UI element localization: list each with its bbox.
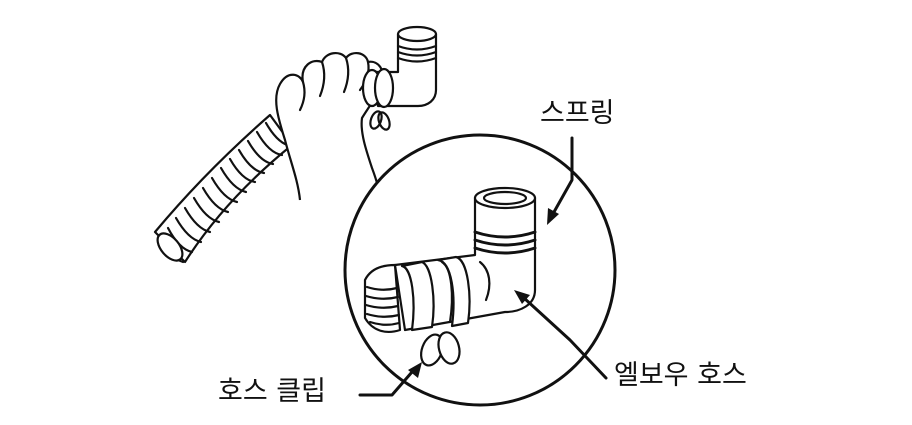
hose-clip-label: 호스 클립 — [218, 376, 326, 407]
corrugated-hose-small — [153, 113, 294, 264]
hose-clip-leader — [358, 362, 422, 397]
hand-outline — [275, 52, 385, 201]
callout-leaders — [358, 136, 608, 397]
hose-clip-large — [420, 331, 461, 367]
elbow-hose-leader — [514, 290, 608, 380]
spring-leader — [547, 136, 574, 225]
small-scene — [153, 25, 438, 264]
elbow-hose-small — [361, 25, 438, 131]
corrugated-hose-large — [363, 263, 402, 334]
elbow-hose-label: 엘보우 호스 — [614, 360, 747, 391]
spring-coils — [473, 230, 537, 255]
elbow-hose-large — [393, 186, 537, 332]
spring-label: 스프링 — [540, 98, 615, 129]
magnified-detail — [363, 186, 537, 367]
